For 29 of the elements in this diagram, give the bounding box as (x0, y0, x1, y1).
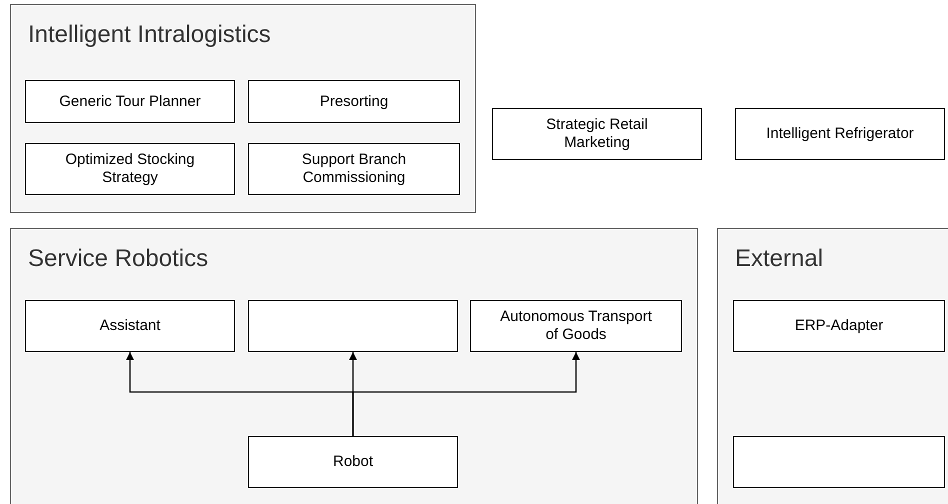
empty-box (733, 436, 945, 488)
process-box (733, 300, 945, 352)
box-label: Presorting (320, 92, 388, 110)
arrow (352, 352, 580, 436)
box-label: Optimized Stocking Strategy (64, 151, 196, 187)
box-label: Assistant (100, 317, 160, 335)
process-box (248, 143, 460, 195)
process-box (470, 300, 682, 352)
group-title: Intelligent Intralogistics (28, 21, 271, 49)
box-label: Robot (332, 453, 374, 471)
empty-box (248, 300, 458, 352)
box-label: Generic Tour Planner (59, 92, 201, 110)
box-label: Autonomous Transport of Goods (499, 308, 653, 344)
group-title: External (735, 245, 824, 273)
group-panel (10, 4, 476, 213)
box-label: ERP-Adapter (794, 317, 884, 335)
process-box (248, 436, 458, 488)
box-label: Intelligent Refrigerator (766, 125, 914, 143)
process-box (25, 143, 235, 195)
group-panel (10, 228, 698, 504)
process-box (492, 108, 702, 160)
process-box (735, 108, 945, 160)
process-box (248, 80, 460, 123)
group-panel (717, 228, 948, 504)
process-box (25, 80, 235, 123)
box-label: Strategic Retail Marketing (545, 116, 649, 152)
box-label: Support Branch Commissioning (300, 151, 408, 187)
process-box (25, 300, 235, 352)
group-title: Service Robotics (28, 245, 208, 273)
